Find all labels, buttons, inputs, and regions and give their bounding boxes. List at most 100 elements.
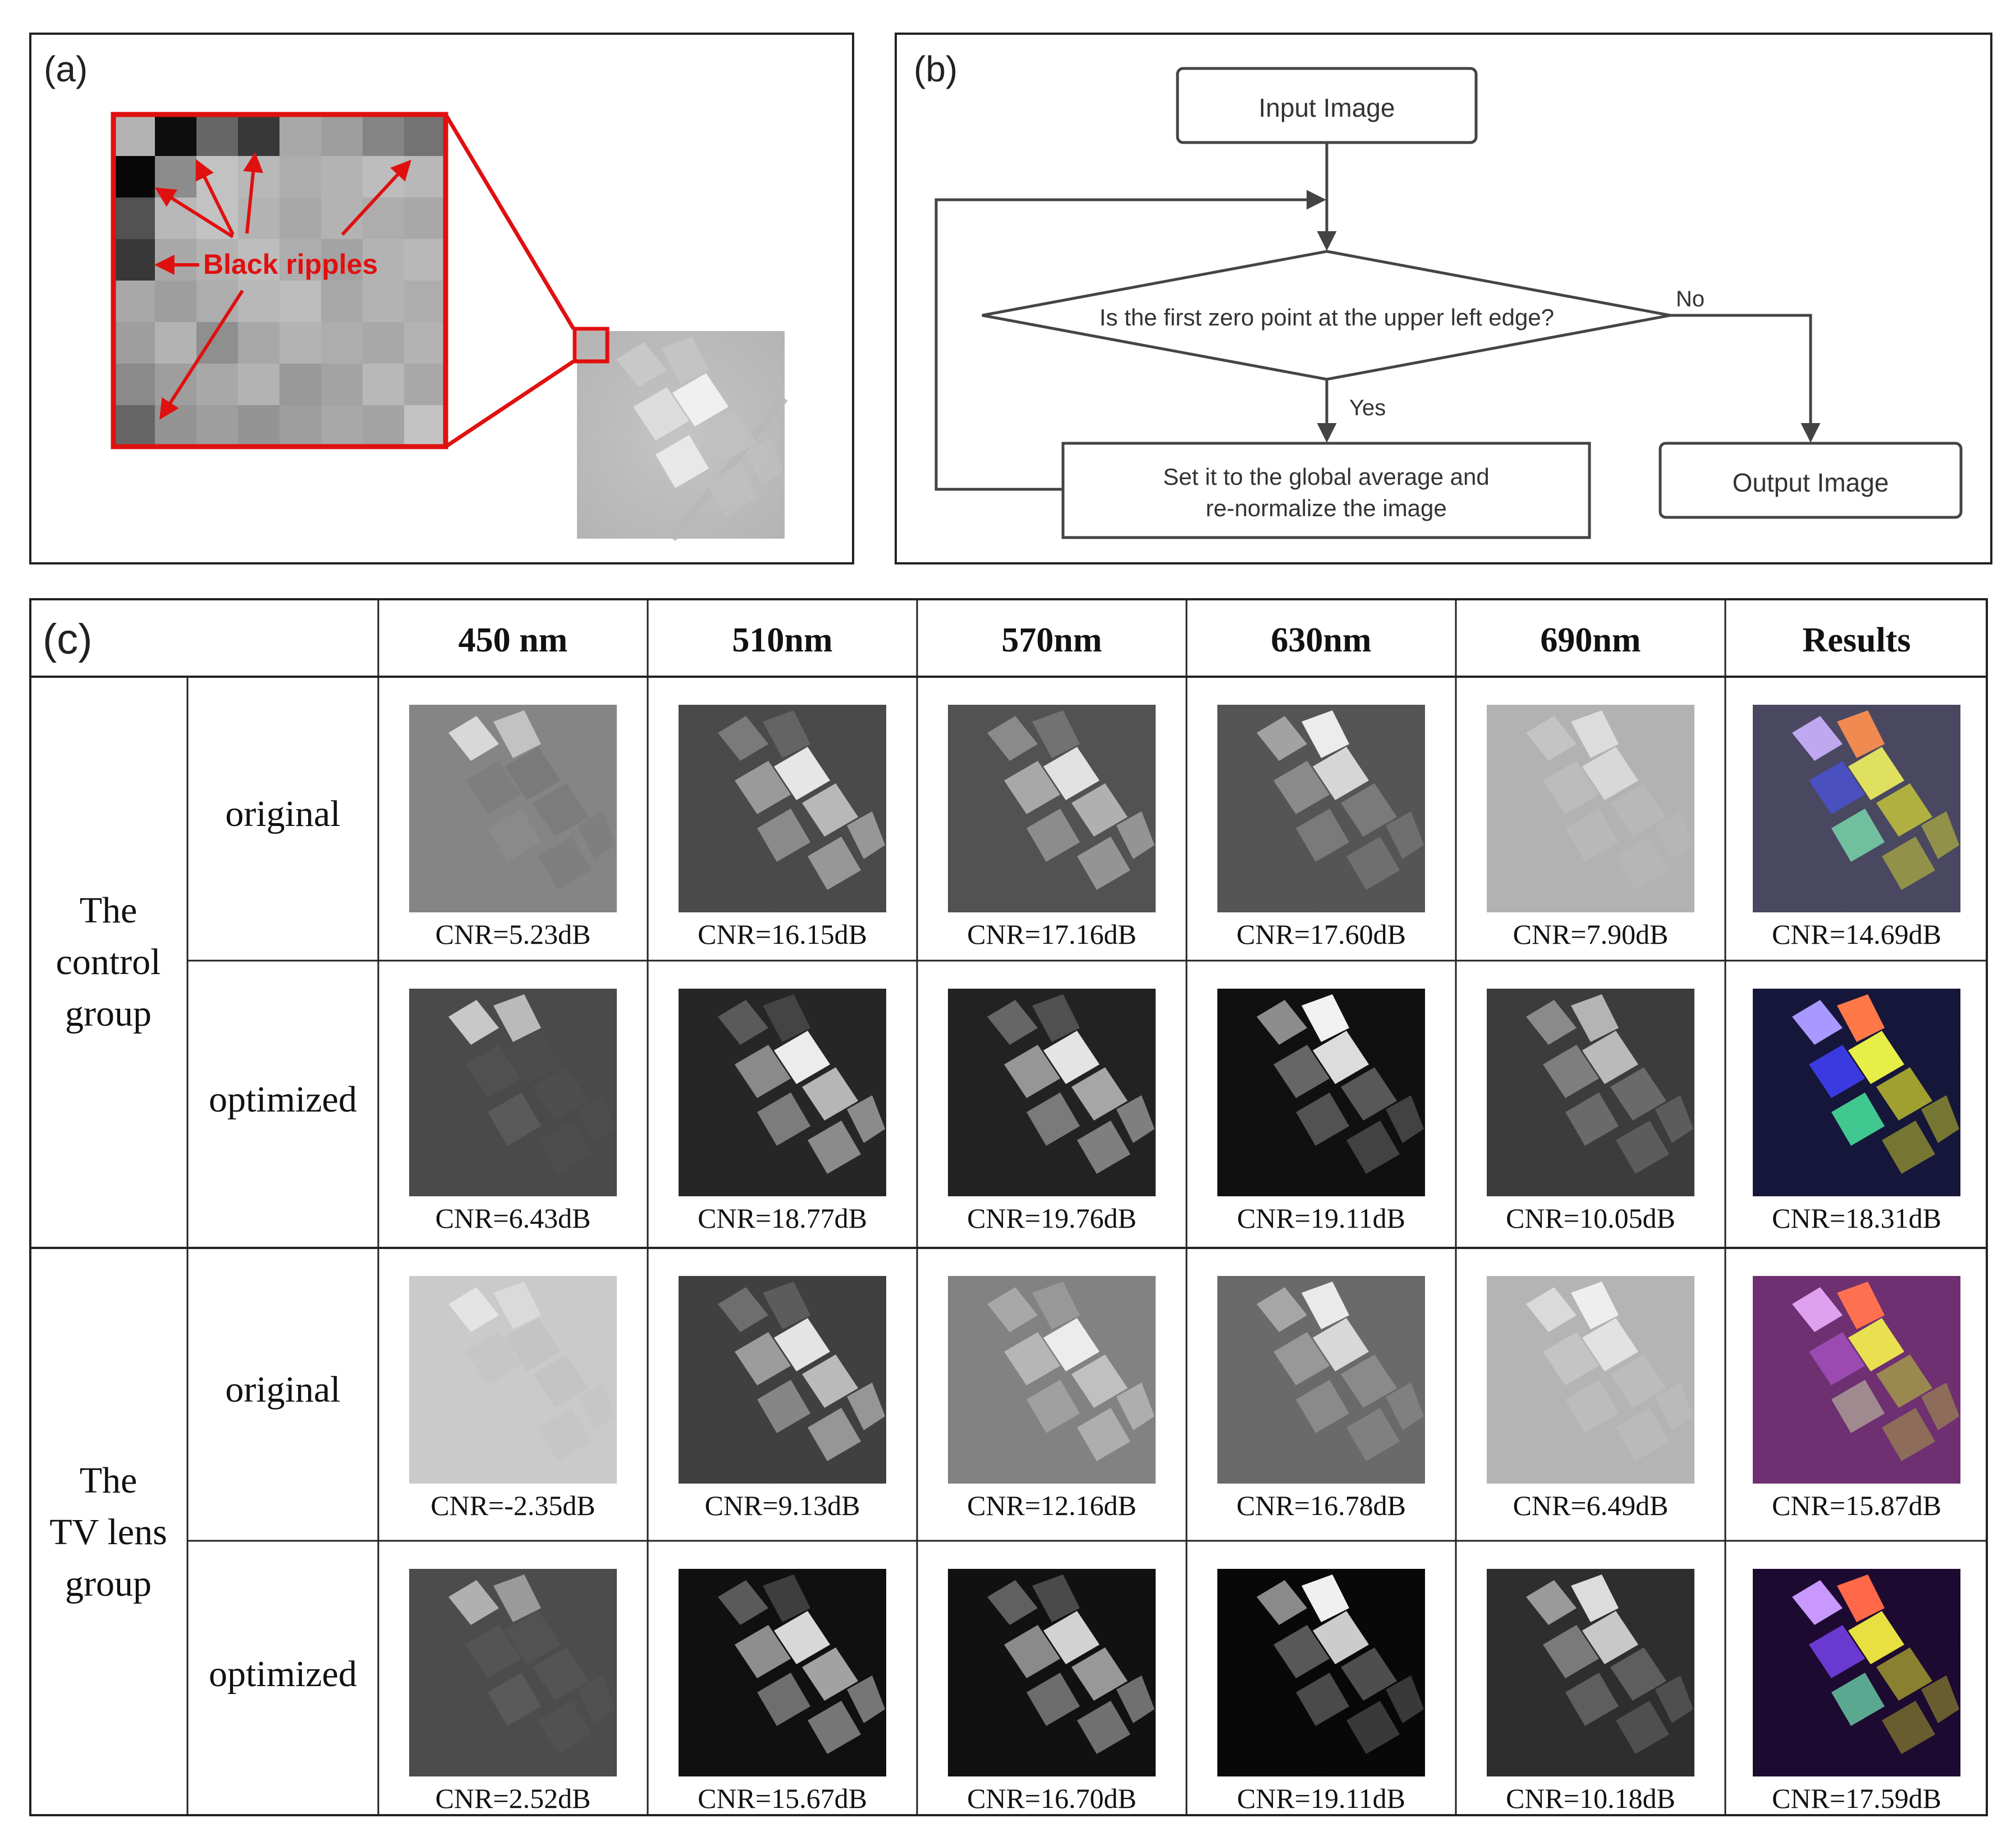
image-tile: [718, 1287, 768, 1332]
image-tile: [802, 783, 858, 837]
cnr-value: CNR=15.87dB: [1772, 1490, 1941, 1521]
result-composite-image: [1753, 989, 1960, 1196]
image-tile: [1043, 1031, 1099, 1084]
pixel-cell: [238, 364, 280, 406]
pixel-cell: [321, 405, 363, 447]
image-tile: [1341, 1067, 1397, 1121]
image-tile: [1837, 710, 1885, 758]
image-tile: [1346, 837, 1400, 890]
image-tile: [774, 1318, 830, 1371]
image-tile: [763, 994, 810, 1042]
image-tile: [1792, 1287, 1843, 1332]
image-tile: [1004, 1332, 1060, 1385]
image-tile: [1313, 1611, 1369, 1664]
image-tile: [1116, 1675, 1154, 1723]
image-tile: [1809, 1045, 1865, 1098]
image-tile: [1582, 747, 1638, 800]
image-tile: [1027, 809, 1080, 862]
wavelength-image: [1217, 705, 1425, 912]
image-tile: [533, 1067, 589, 1121]
image-tile: [1543, 761, 1599, 814]
image-tile: [1921, 1095, 1959, 1143]
ripple-annotation: Black ripples: [203, 249, 378, 280]
process-box: [1061, 442, 1591, 539]
image-tile: [757, 1673, 810, 1726]
column-header: 690nm: [1540, 621, 1641, 659]
column-header: 570nm: [1001, 621, 1102, 659]
image-tile: [1526, 716, 1577, 761]
image-tile: [493, 710, 541, 758]
pixel-cell: [113, 364, 155, 406]
cnr-value: CNR=18.77dB: [698, 1202, 867, 1234]
image-tile: [1257, 1000, 1307, 1045]
cnr-value: CNR=16.78dB: [1236, 1490, 1406, 1521]
image-tile: [533, 783, 589, 837]
image-tile: [1792, 1000, 1843, 1045]
image-tile: [1882, 1701, 1935, 1754]
image-tile: [1582, 1318, 1638, 1371]
image-tile: [718, 1580, 768, 1625]
pixel-cell: [321, 114, 363, 157]
image-tile: [1273, 1625, 1330, 1678]
image-tile: [1071, 1647, 1128, 1701]
zoom-frame: [111, 112, 448, 449]
no-label: No: [1676, 287, 1705, 311]
image-tile: [1876, 1647, 1932, 1701]
image-tile: [505, 747, 561, 800]
group-label-line: control: [56, 942, 161, 983]
image-tile: [1346, 1408, 1400, 1461]
cnr-value: CNR=6.43dB: [435, 1202, 591, 1234]
output-image-box: [1658, 442, 1963, 519]
image-tile: [1655, 1383, 1693, 1430]
image-tile: [1921, 1383, 1959, 1430]
wavelength-image: [409, 705, 617, 912]
pixel-cell: [238, 114, 280, 157]
wavelength-image: [409, 1569, 617, 1776]
image-tile: [1610, 1355, 1666, 1408]
image-tile: [1571, 710, 1619, 758]
image-tile: [987, 1000, 1038, 1045]
image-tile: [1302, 994, 1349, 1042]
wavelength-image: [948, 705, 1156, 912]
cnr-value: CNR=17.60dB: [1236, 919, 1406, 950]
image-tile: [1837, 1282, 1885, 1329]
image-tile: [1043, 1318, 1099, 1371]
pixel-cell: [280, 156, 322, 198]
image-tile: [1027, 1092, 1080, 1146]
pixel-cell: [280, 198, 322, 240]
image-tile: [538, 837, 592, 890]
input-image-label: Input Image: [1259, 93, 1395, 122]
yes-label: Yes: [1349, 396, 1386, 420]
image-tile: [493, 1574, 541, 1622]
cnr-value: CNR=-2.35dB: [430, 1490, 595, 1521]
image-tile: [533, 1647, 589, 1701]
pixel-cell: [363, 322, 405, 364]
image-tile: [1004, 1045, 1060, 1098]
image-tile: [505, 1031, 561, 1084]
group-label-line: group: [65, 1563, 152, 1604]
image-tile: [1809, 1332, 1865, 1385]
image-tile: [718, 1000, 768, 1045]
result-composite-image: [1753, 1569, 1960, 1776]
image-tile: [1077, 1701, 1130, 1754]
image-tile: [616, 342, 667, 387]
group-label-line: TV lens: [49, 1511, 167, 1553]
image-tile: [847, 1675, 885, 1723]
pixel-cell: [113, 322, 155, 364]
source-image: [577, 331, 788, 541]
image-tile: [847, 1383, 885, 1430]
row-label: optimized: [209, 1653, 357, 1695]
image-tile: [493, 994, 541, 1042]
image-tile: [1848, 1031, 1904, 1084]
pixel-cell: [155, 281, 197, 323]
image-tile: [763, 710, 810, 758]
image-tile: [1032, 1574, 1080, 1622]
arrow-no-branch: [1670, 314, 1821, 443]
image-tile: [672, 373, 728, 426]
image-tile: [465, 1332, 521, 1385]
image-tile: [763, 1574, 810, 1622]
image-tile: [1831, 1380, 1885, 1433]
cnr-value: CNR=19.11dB: [1237, 1783, 1405, 1814]
wavelength-image: [948, 1569, 1156, 1776]
